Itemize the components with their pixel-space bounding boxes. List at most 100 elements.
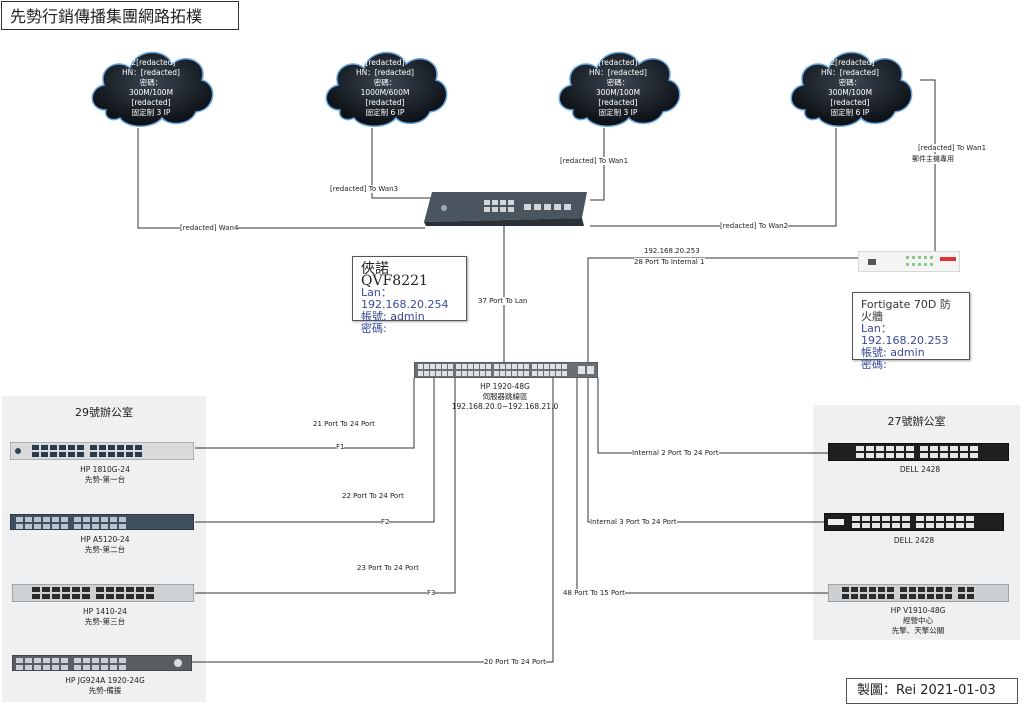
mail-note: 郵件主機專用 xyxy=(912,154,954,164)
internet-cloud-3: [redacted]HN：[redacted]密碼：300M/100M[reda… xyxy=(553,40,683,130)
link-p20 xyxy=(192,378,554,663)
router-qvf8221[interactable] xyxy=(424,192,587,226)
wan1-label: [redacted] To Wan1 xyxy=(560,157,629,165)
cloud-line: [redacted] xyxy=(830,98,870,107)
cloud-line: 固定制 3 IP xyxy=(598,108,638,117)
internet-cloud-2: [redacted]HN：[redacted]密碼：1000M/600M[red… xyxy=(320,40,450,130)
core-switch-icon xyxy=(413,361,599,379)
switch-hp-v1910-48g[interactable] xyxy=(827,583,1010,603)
p22-label: 22 Port To 24 Port xyxy=(342,492,404,500)
internal2-label: Internal 2 Port To 24 Port xyxy=(632,449,719,457)
switch-dell2428-a[interactable] xyxy=(827,442,1010,462)
switch-dell2428-b-label: DELL 2428 xyxy=(874,536,954,546)
f3-label: F3 xyxy=(427,589,436,597)
cloud-line: 固定制 6 IP xyxy=(365,108,405,117)
link-internal2 xyxy=(597,378,828,454)
device-model: HP A5120-24 xyxy=(80,535,130,544)
cloud-line: 固定制 3 IP xyxy=(131,108,171,117)
link-cloud4-firewall xyxy=(920,79,936,252)
switch-icon xyxy=(9,513,195,531)
link-internal3 xyxy=(587,378,826,523)
p20-label: 20 Port To 24 Port xyxy=(484,658,546,666)
cloud-line: [redacted] xyxy=(365,98,405,107)
firewall-fortigate[interactable] xyxy=(857,250,961,273)
cloud-line: 22[redacted] xyxy=(126,58,176,67)
device-note: 經營中心 xyxy=(903,616,933,625)
device-note: 先勢-第一台 xyxy=(84,475,126,484)
link-p48 xyxy=(576,378,828,594)
device-note: 先勢-備援 xyxy=(88,686,122,695)
switch-hp-v1910-48g-label: HP V1910-48G 經營中心 先擎、天擎公關 xyxy=(878,606,958,636)
cloud-line: 300M/100M xyxy=(128,88,174,97)
router-account: 帳號: admin xyxy=(361,310,425,323)
firewall-password: 密碼: xyxy=(861,358,887,371)
firewall-info-box: Fortigate 70D 防火牆 Lan：192.168.20.253 帳號:… xyxy=(852,292,970,371)
switch-hp-jg924a[interactable] xyxy=(11,654,193,672)
firewall-icon xyxy=(857,250,961,273)
device-model: HP V1910-48G xyxy=(890,606,946,615)
cloud-line: 密碼： xyxy=(373,78,397,87)
switch-hp-jg924a-label: HP JG924A 1920-24G 先勢-備援 xyxy=(50,676,160,696)
device-model: DELL 2428 xyxy=(893,536,935,545)
wan3-label: [redacted] To Wan3 xyxy=(330,185,399,193)
device-model: HP JG924A 1920-24G xyxy=(65,676,145,685)
switch-hp1810g-24-label: HP 1810G-24 先勢-第一台 xyxy=(60,465,150,485)
switch-icon xyxy=(823,512,1005,532)
cloud-icon xyxy=(325,51,448,127)
f2-label: F2 xyxy=(381,518,390,526)
switch-hp-a5120-24[interactable] xyxy=(9,513,195,531)
port37-label: 37 Port To Lan xyxy=(478,297,528,305)
cloud-line: 密碼： xyxy=(606,78,630,87)
port28-label: 28 Port To Internal 1 xyxy=(634,258,705,266)
cloud-line: [redacted] xyxy=(131,98,171,107)
internal3-label: Internal 3 Port To 24 Port xyxy=(590,518,677,526)
core-switch-range: 192.168.20.0~192.168.21.0 xyxy=(451,402,559,411)
p21-label: 21 Port To 24 Port xyxy=(313,420,375,428)
switch-icon xyxy=(11,583,195,603)
mail-wan1-label: [redacted] To Wan1 xyxy=(918,144,987,152)
cloud-line: [redacted] xyxy=(365,58,405,67)
cloud-icon xyxy=(558,51,681,127)
link-f2 xyxy=(195,378,435,523)
device-note: 先擎、天擎公關 xyxy=(891,626,945,635)
cloud-line: 300M/100M xyxy=(595,88,641,97)
switch-icon xyxy=(11,654,193,672)
wan2-label: [redacted] To Wan2 xyxy=(720,222,789,230)
firewall-lan: Lan：192.168.20.253 xyxy=(861,322,949,347)
cloud-line: [redacted] xyxy=(598,98,638,107)
internet-cloud-1: 22[redacted]HN：[redacted]密碼：300M/100M[re… xyxy=(86,40,216,130)
core-switch-hp1920-48g[interactable] xyxy=(413,361,599,379)
p48-label: 48 Port To 15 Port xyxy=(563,589,625,597)
cloud-line: [redacted] xyxy=(598,58,638,67)
device-model: HP 1810G-24 xyxy=(80,465,130,474)
router-info-box: 俠諾 QVF8221 Lan：192.168.20.254 帳號: admin … xyxy=(352,256,467,335)
cloud-line: HN：[redacted] xyxy=(122,68,180,77)
switch-hp1410-24-label: HP 1410-24 先勢-第三台 xyxy=(60,607,150,627)
link-f3 xyxy=(195,378,456,594)
device-model: DELL 2428 xyxy=(899,465,941,474)
core-switch-role: 伺服器跳線區 xyxy=(482,392,528,401)
switch-hp1410-24[interactable] xyxy=(11,583,195,603)
switch-dell2428-b[interactable] xyxy=(823,512,1005,532)
cloud-line: 1000M/600M xyxy=(360,88,410,97)
author-signature: 製圖：Rei 2021-01-03 xyxy=(846,678,1018,704)
core-switch-label: HP 1920-48G 伺服器跳線區 192.168.20.0~192.168.… xyxy=(440,382,570,412)
switch-dell2428-a-label: DELL 2428 xyxy=(880,465,960,475)
cloud-line: 密碼： xyxy=(838,78,862,87)
link-firewall-core xyxy=(587,257,862,366)
cloud-icon xyxy=(790,51,913,127)
device-note: 先勢-第三台 xyxy=(84,617,126,626)
internet-cloud-4: 22[redacted]HN：[redacted]密碼：300M/100M[re… xyxy=(785,40,915,130)
firewall-account: 帳號: admin xyxy=(861,346,925,359)
cloud-line: HN：[redacted] xyxy=(589,68,647,77)
room-27-title: 27號辦公室 xyxy=(887,415,946,428)
link-cloud3-wan1 xyxy=(590,128,605,201)
link-f1 xyxy=(195,378,415,449)
core-switch-model: HP 1920-48G xyxy=(480,382,530,391)
cloud-line: HN：[redacted] xyxy=(821,68,879,77)
cloud-line: 固定制 6 IP xyxy=(830,108,870,117)
switch-hp1810g-24[interactable] xyxy=(9,441,195,461)
switch-hp-a5120-24-label: HP A5120-24 先勢-第二台 xyxy=(60,535,150,555)
p23-label: 23 Port To 24 Port xyxy=(357,564,419,572)
cloud-line: HN：[redacted] xyxy=(356,68,414,77)
